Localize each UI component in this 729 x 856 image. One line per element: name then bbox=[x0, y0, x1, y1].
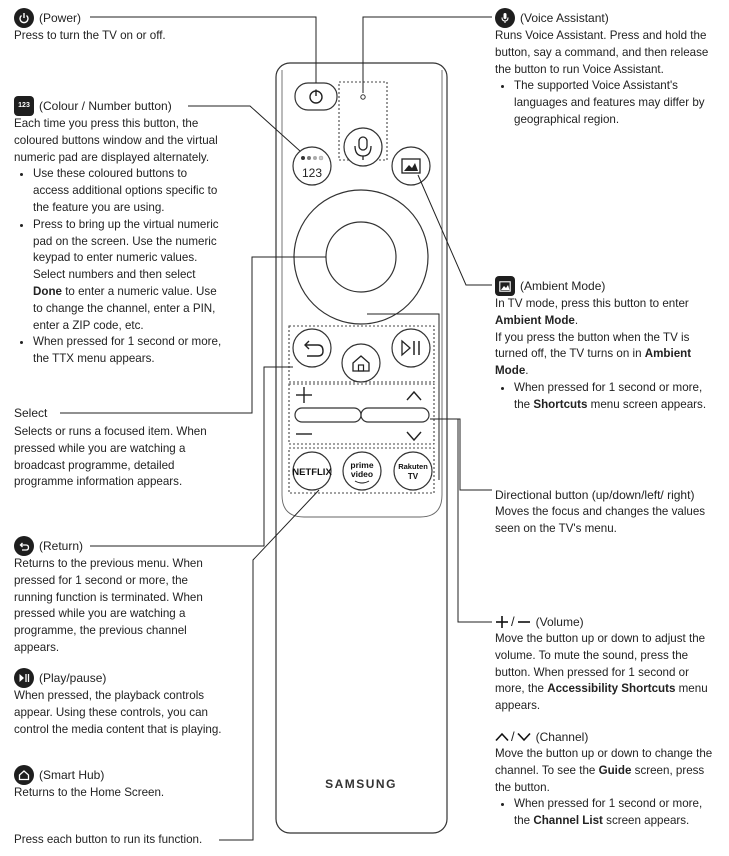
ambient-title: (Ambient Mode) bbox=[520, 279, 606, 293]
play-title: (Play/pause) bbox=[39, 671, 107, 685]
directional-title: Directional button (up/down/left/ right) bbox=[495, 488, 695, 502]
ambient-mode-button[interactable] bbox=[391, 146, 431, 186]
select-desc: Selects or runs a focused item. When pre… bbox=[14, 425, 207, 489]
return-title: (Return) bbox=[39, 539, 84, 553]
prime-label: prime bbox=[350, 460, 373, 470]
directional-desc: Moves the focus and changes the values s… bbox=[495, 505, 706, 535]
return-icon bbox=[14, 536, 34, 556]
voice-title: (Voice Assistant) bbox=[520, 11, 609, 25]
tv-label: TV bbox=[408, 472, 419, 481]
ambient-p1: In TV mode, press this button to enter A… bbox=[495, 297, 689, 327]
rakuten-label: Rakuten bbox=[398, 462, 428, 471]
channel-section: / (Channel) Move the button up or down t… bbox=[495, 728, 717, 830]
smart-hub-section: (Smart Hub) Returns to the Home Screen. bbox=[14, 765, 228, 802]
voice-section: (Voice Assistant) Runs Voice Assistant. … bbox=[495, 8, 717, 129]
voice-assistant-button[interactable] bbox=[343, 127, 383, 167]
ambient-p2: If you press the button when the TV is t… bbox=[495, 330, 692, 378]
voice-desc: Runs Voice Assistant. Press and hold the… bbox=[495, 29, 709, 76]
volume-plus-minus-icon: / bbox=[496, 614, 530, 629]
smart-hub-desc: Returns to the Home Screen. bbox=[14, 786, 165, 799]
colour-bullet-1: Use these coloured buttons to access add… bbox=[33, 166, 226, 216]
home-icon bbox=[14, 765, 34, 785]
power-section: (Power) Press to turn the TV on or off. bbox=[14, 8, 244, 45]
colour-bullet-3: When pressed for 1 second or more, the T… bbox=[33, 334, 226, 368]
play-section: (Play/pause) When pressed, the playback … bbox=[14, 668, 228, 738]
smart-hub-title: (Smart Hub) bbox=[39, 768, 105, 782]
channel-up-down-icon: / bbox=[495, 728, 531, 746]
play-pause-icon bbox=[14, 668, 34, 688]
ambient-section: (Ambient Mode) In TV mode, press this bu… bbox=[495, 276, 717, 414]
colour-section: 123 (Colour / Number button) Each time y… bbox=[14, 96, 226, 368]
power-icon bbox=[14, 8, 34, 28]
colour-desc: Each time you press this button, the col… bbox=[14, 117, 218, 164]
volume-title: (Volume) bbox=[535, 615, 584, 629]
smart-hub-button[interactable] bbox=[341, 343, 381, 383]
channel-desc: Move the button up or down to change the… bbox=[495, 747, 713, 794]
channel-title: (Channel) bbox=[535, 730, 589, 744]
brand-logo: SAMSUNG bbox=[325, 777, 397, 791]
return-desc: Returns to the previous menu. When press… bbox=[14, 557, 203, 654]
ambient-bullet-1: When pressed for 1 second or more, the S… bbox=[514, 380, 717, 414]
callout-lines bbox=[60, 16, 492, 841]
colour-bullet-2: Press to bring up the virtual numeric pa… bbox=[33, 217, 226, 335]
microphone-icon bbox=[495, 8, 515, 28]
colour-number-icon: 123 bbox=[14, 96, 34, 116]
colour-number-button[interactable]: 123 bbox=[292, 146, 332, 186]
channel-rocker[interactable] bbox=[360, 390, 430, 442]
number-label: 123 bbox=[302, 166, 322, 180]
volume-rocker[interactable] bbox=[294, 387, 362, 435]
netflix-label: NETFLIX bbox=[292, 467, 332, 478]
play-desc: When pressed, the playback controls appe… bbox=[14, 689, 222, 736]
select-button[interactable] bbox=[325, 221, 397, 293]
volume-desc: Move the button up or down to adjust the… bbox=[495, 632, 708, 713]
play-pause-button[interactable] bbox=[391, 328, 431, 368]
volume-section: / (Volume) Move the button up or down to… bbox=[495, 613, 717, 715]
power-button[interactable] bbox=[294, 82, 338, 111]
power-title: (Power) bbox=[39, 11, 82, 25]
rakuten-tv-button[interactable]: Rakuten TV bbox=[393, 451, 433, 491]
power-desc: Press to turn the TV on or off. bbox=[14, 29, 166, 42]
voice-bullet-1: The supported Voice Assistant's language… bbox=[514, 78, 717, 128]
select-title: Select bbox=[14, 406, 48, 420]
return-section: (Return) Returns to the previous menu. W… bbox=[14, 536, 228, 657]
prime-video-button[interactable]: prime video bbox=[342, 451, 382, 491]
channel-bullet-1: When pressed for 1 second or more, the C… bbox=[514, 796, 717, 830]
netflix-button[interactable]: NETFLIX bbox=[292, 451, 332, 491]
select-section: Select Selects or runs a focused item. W… bbox=[14, 404, 226, 491]
colour-title: (Colour / Number button) bbox=[39, 99, 172, 113]
footer-note: Press each button to run its function. bbox=[14, 833, 203, 846]
remote-control bbox=[275, 62, 448, 834]
return-button[interactable] bbox=[292, 328, 332, 368]
video-label: video bbox=[351, 469, 373, 479]
ambient-icon bbox=[495, 276, 515, 296]
directional-section: Directional button (up/down/left/ right)… bbox=[495, 486, 711, 538]
